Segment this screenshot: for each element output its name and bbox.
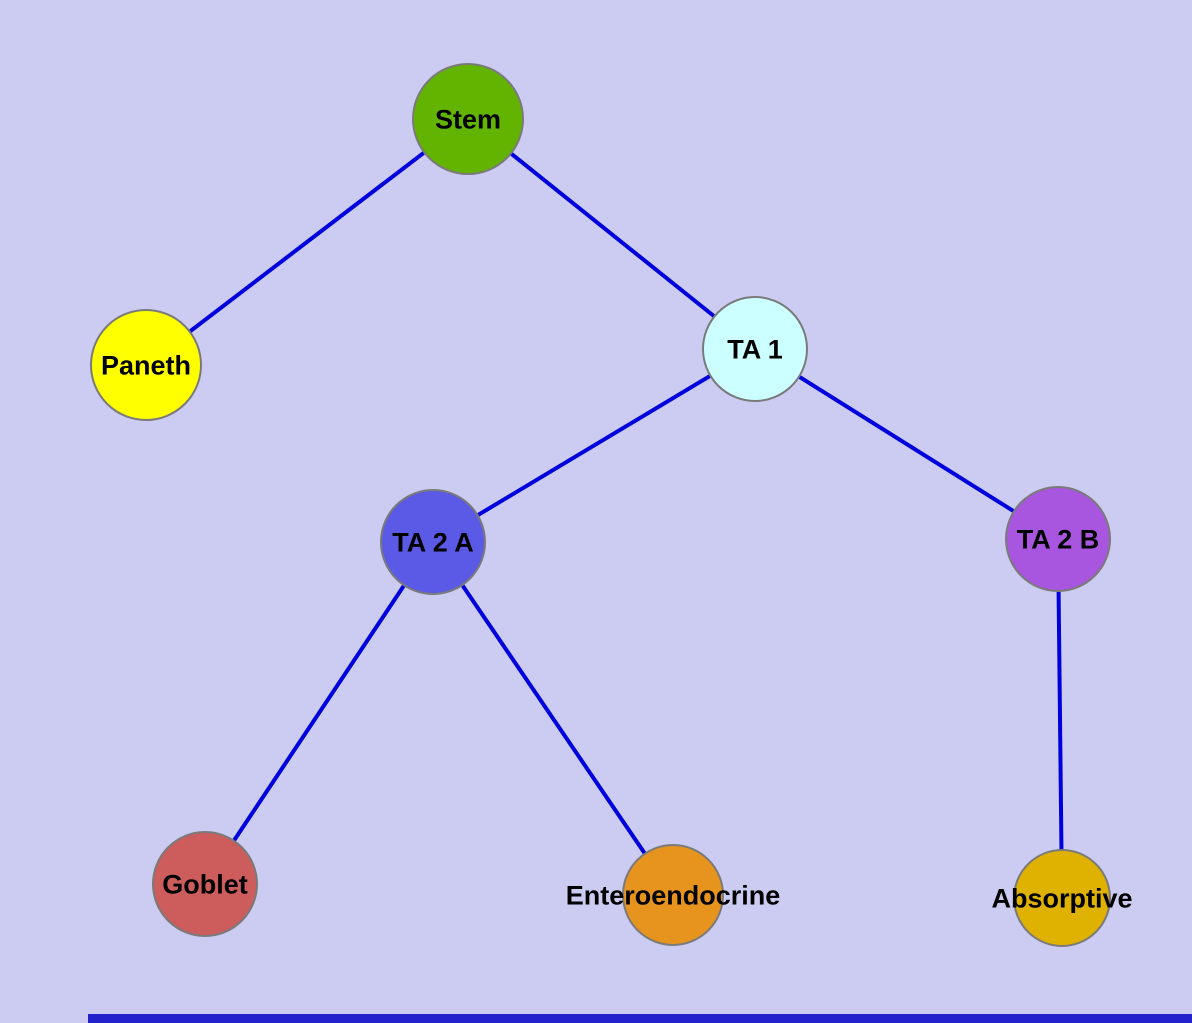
node-goblet[interactable]: Goblet [152, 831, 258, 937]
edge-ta1-ta2b [753, 347, 1060, 541]
node-enteroendocrine[interactable]: Enteroendocrine [566, 844, 781, 946]
bottom-border-bar [88, 1014, 1192, 1023]
node-circle-goblet [152, 831, 258, 937]
node-absorptive[interactable]: Absorptive [991, 849, 1133, 947]
edge-stem-paneth [144, 117, 470, 367]
edge-ta2b-absorptive [1056, 538, 1064, 899]
edges-layer [144, 117, 1064, 899]
node-circle-stem [412, 63, 524, 175]
node-paneth[interactable]: Paneth [90, 309, 202, 421]
node-circle-ta1 [702, 296, 808, 402]
edge-ta2a-goblet [203, 540, 435, 886]
node-circle-paneth [90, 309, 202, 421]
node-stem[interactable]: Stem [412, 63, 524, 175]
node-ta2a[interactable]: TA 2 A [380, 489, 486, 595]
node-ta2b[interactable]: TA 2 B [1005, 486, 1111, 592]
node-circle-absorptive [1013, 849, 1111, 947]
node-circle-ta2b [1005, 486, 1111, 592]
node-circle-ta2a [380, 489, 486, 595]
node-ta1[interactable]: TA 1 [702, 296, 808, 402]
edge-ta1-ta2a [431, 347, 757, 544]
edge-ta2a-enteroendocrine [431, 540, 675, 897]
node-circle-enteroendocrine [622, 844, 724, 946]
edge-stem-ta1 [466, 117, 757, 351]
